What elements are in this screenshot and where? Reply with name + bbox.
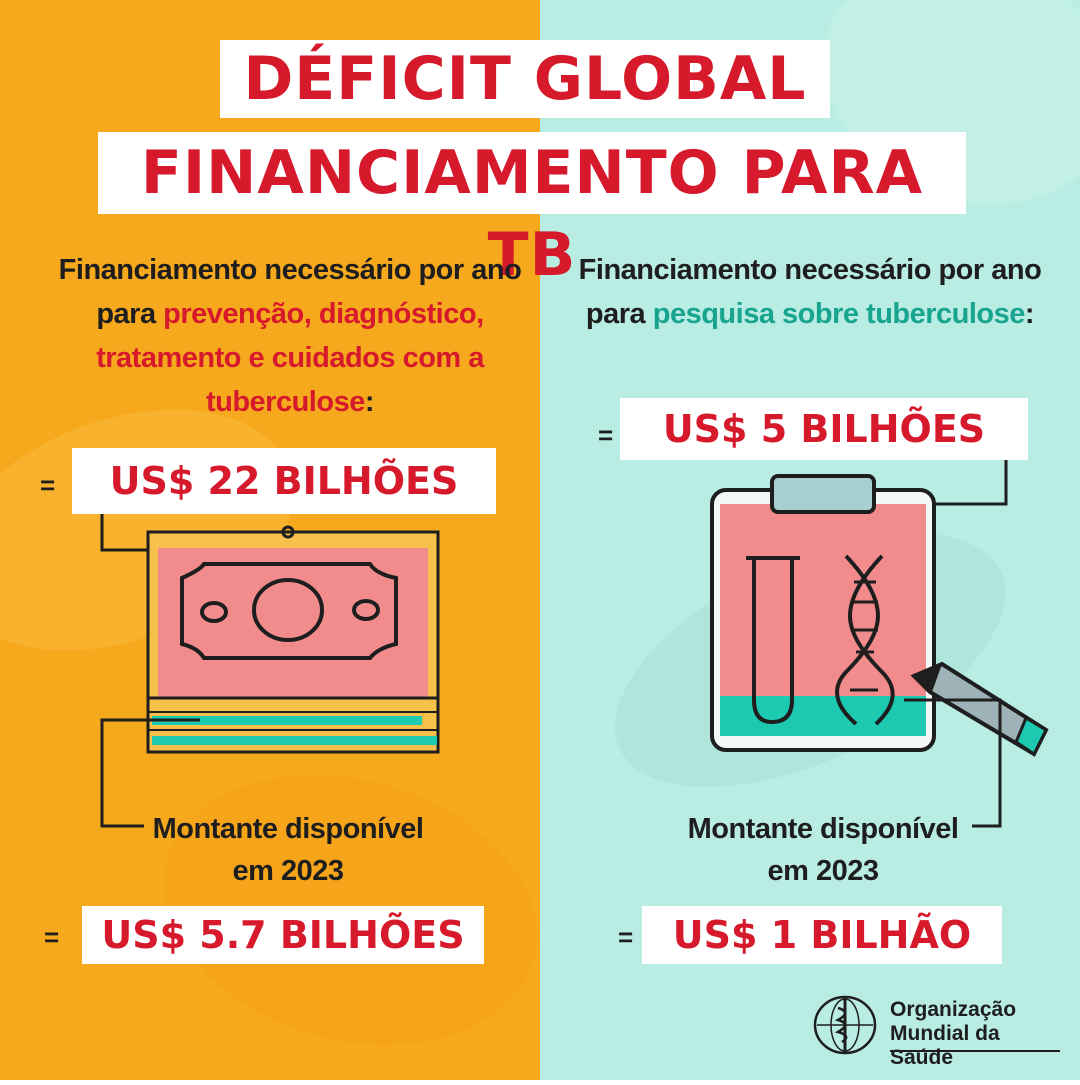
right-desc-prefix: Financiamento necessário por ano para	[578, 254, 1042, 330]
who-name: Organização Mundial da Saúde	[890, 998, 1062, 1070]
who-underline	[890, 1050, 1060, 1052]
bill-outline	[180, 562, 398, 660]
right-available-amount: US$ 1 BILHÃO	[642, 906, 1002, 964]
who-emblem-icon	[813, 995, 877, 1055]
bill-center-circle	[252, 578, 324, 642]
right-equals-required: =	[598, 420, 614, 450]
connector-line	[904, 698, 1002, 828]
clipboard-teal	[720, 696, 926, 736]
title-line-2: FINANCIAMENTO PARA TB	[98, 132, 966, 290]
right-equals-available: =	[618, 922, 634, 952]
left-desc-highlight: prevenção, diagnóstico, tratamento e cui…	[96, 298, 484, 418]
left-desc-prefix: Financiamento necessário por ano para	[58, 254, 522, 330]
right-desc-highlight: pesquisa sobre tuberculose	[652, 298, 1026, 330]
test-tube	[746, 556, 800, 725]
stack-teal-2	[152, 736, 437, 745]
left-description: Financiamento necessário por ano para pr…	[40, 248, 540, 424]
right-description: Financiamento necessário por ano para pe…	[560, 248, 1060, 336]
dna-strand-a	[847, 554, 895, 726]
right-desc-suffix: :	[1024, 298, 1035, 330]
left-desc-suffix: :	[364, 386, 375, 418]
stack-teal-1	[152, 716, 422, 725]
bill-right-dot	[352, 599, 380, 621]
money-stack-icon	[100, 514, 440, 828]
who-name-line-1: Organização	[890, 998, 1017, 1021]
connector-line	[100, 514, 150, 552]
left-available-label: Montante disponível em 2023	[152, 813, 424, 887]
who-logo: Organização Mundial da Saúde	[812, 990, 1062, 1069]
right-required-amount: US$ 5 BILHÕES	[620, 398, 1028, 460]
pencil-eraser	[1014, 715, 1048, 757]
who-name-line-2: Mundial da Saúde	[890, 1022, 1000, 1069]
connector-line	[912, 460, 1008, 506]
title-line-1: DÉFICIT GLOBAL DE	[220, 40, 830, 192]
left-available-amount: US$ 5.7 BILHÕES	[82, 906, 484, 964]
pencil-tip	[914, 664, 942, 692]
clipboard-pink	[720, 504, 926, 696]
bill-left-dot	[200, 601, 228, 623]
connector-line	[100, 718, 200, 828]
left-equals-required: =	[40, 470, 56, 500]
right-available-label: Montante disponível em 2023	[687, 813, 959, 887]
left-equals-available: =	[44, 922, 60, 952]
dna-strand-b	[835, 554, 881, 726]
clipboard-research-icon	[710, 460, 1049, 828]
clipboard-clip	[770, 474, 876, 514]
left-required-amount: US$ 22 BILHÕES	[72, 448, 496, 514]
money-pin	[281, 525, 295, 539]
